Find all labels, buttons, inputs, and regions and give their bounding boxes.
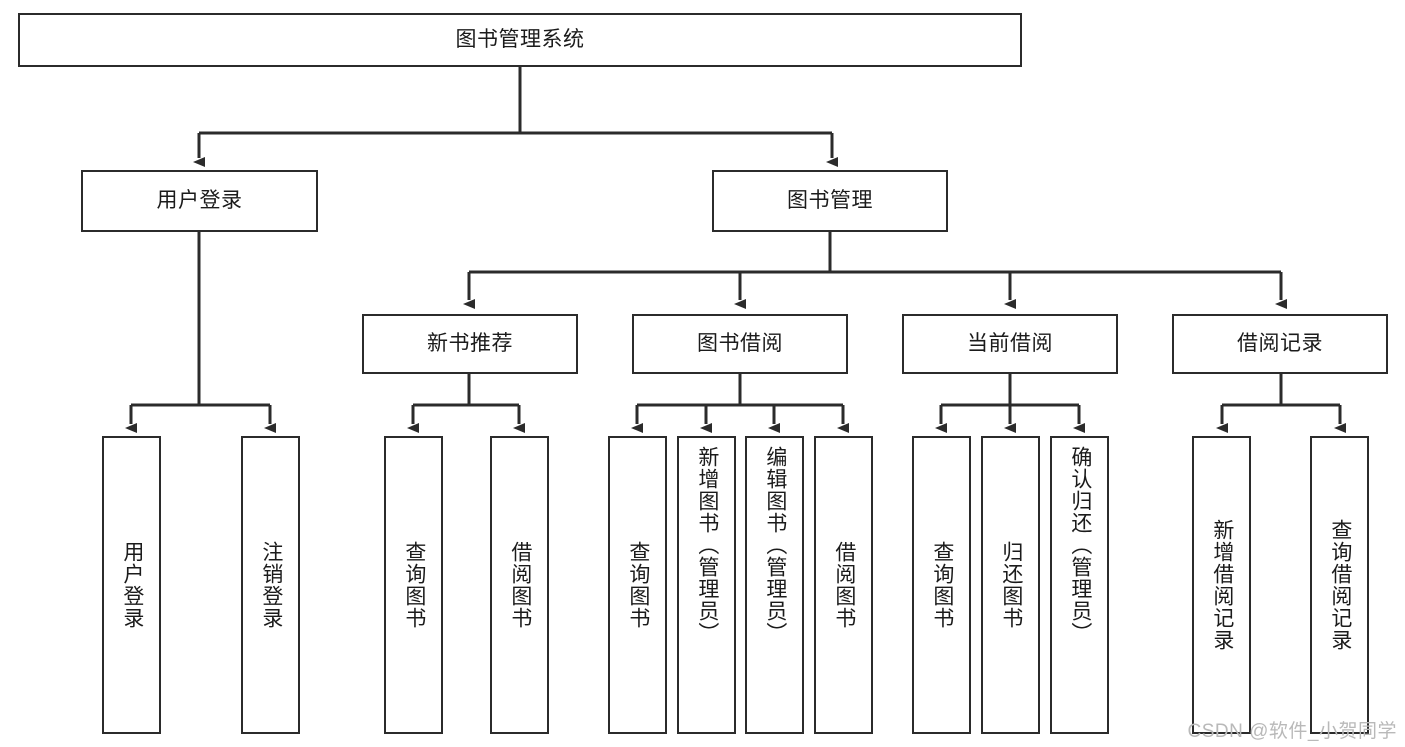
node-book-management[interactable]: 图书管理: [712, 170, 948, 232]
node-borrow-record[interactable]: 借阅记录: [1172, 314, 1388, 374]
node-leaf-confirm-return-label: 确认归还（管理员）: [1068, 446, 1092, 644]
node-leaf-query-record-label: 查询借阅记录: [1328, 519, 1352, 651]
node-borrow-record-label: 借阅记录: [1237, 332, 1323, 356]
node-leaf-logout-login[interactable]: 注销登录: [241, 436, 300, 734]
node-user-login[interactable]: 用户登录: [81, 170, 318, 232]
node-leaf-user-login[interactable]: 用户登录: [102, 436, 161, 734]
node-current-borrow-label: 当前借阅: [967, 332, 1053, 356]
node-leaf-borrow-book-2[interactable]: 借阅图书: [814, 436, 873, 734]
node-leaf-query-book-1[interactable]: 查询图书: [384, 436, 443, 734]
node-leaf-query-book-3-label: 查询图书: [930, 541, 954, 629]
node-leaf-add-book[interactable]: 新增图书（管理员）: [677, 436, 736, 734]
node-new-book-recommend-label: 新书推荐: [427, 332, 513, 356]
node-book-borrow[interactable]: 图书借阅: [632, 314, 848, 374]
node-leaf-add-record-label: 新增借阅记录: [1210, 519, 1234, 651]
csdn-watermark: CSDN @软件_小贺同学: [1187, 721, 1397, 742]
node-leaf-confirm-return[interactable]: 确认归还（管理员）: [1050, 436, 1109, 734]
node-current-borrow[interactable]: 当前借阅: [902, 314, 1118, 374]
node-user-login-label: 用户登录: [156, 189, 243, 213]
node-root-label: 图书管理系统: [455, 28, 585, 52]
node-leaf-query-book-2[interactable]: 查询图书: [608, 436, 667, 734]
node-leaf-query-book-2-label: 查询图书: [626, 541, 650, 629]
node-leaf-return-book[interactable]: 归还图书: [981, 436, 1040, 734]
node-leaf-return-book-label: 归还图书: [999, 541, 1023, 629]
node-leaf-borrow-book-1-label: 借阅图书: [508, 541, 532, 629]
node-book-borrow-label: 图书借阅: [697, 332, 783, 356]
node-new-book-recommend[interactable]: 新书推荐: [362, 314, 578, 374]
node-root-system[interactable]: 图书管理系统: [18, 13, 1022, 67]
node-leaf-borrow-book-2-label: 借阅图书: [832, 541, 856, 629]
node-leaf-add-book-label: 新增图书（管理员）: [695, 446, 719, 644]
node-leaf-query-record[interactable]: 查询借阅记录: [1310, 436, 1369, 734]
node-leaf-borrow-book-1[interactable]: 借阅图书: [490, 436, 549, 734]
node-leaf-edit-book-label: 编辑图书（管理员）: [763, 446, 787, 644]
node-leaf-edit-book[interactable]: 编辑图书（管理员）: [745, 436, 804, 734]
node-leaf-query-book-1-label: 查询图书: [402, 541, 426, 629]
node-book-management-label: 图书管理: [787, 189, 873, 213]
node-leaf-user-login-label: 用户登录: [120, 541, 144, 629]
node-leaf-add-record[interactable]: 新增借阅记录: [1192, 436, 1251, 734]
node-leaf-query-book-3[interactable]: 查询图书: [912, 436, 971, 734]
node-leaf-logout-login-label: 注销登录: [259, 541, 283, 629]
